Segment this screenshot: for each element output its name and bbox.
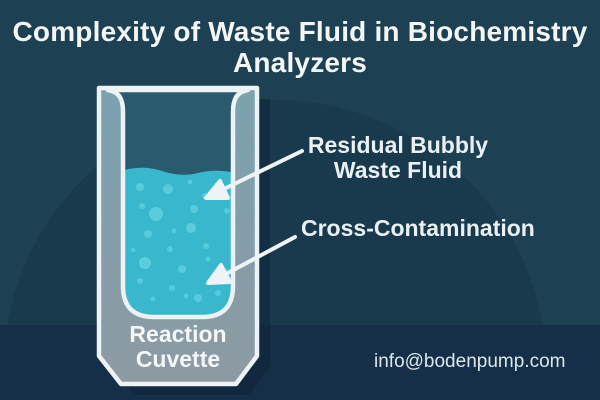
cross-arrow-line — [224, 235, 297, 276]
bubble — [144, 230, 152, 238]
cross-contamination-label: Cross-Contamination — [301, 215, 535, 241]
bubble — [183, 293, 189, 299]
bubble — [194, 294, 202, 302]
bubble — [130, 247, 136, 253]
bubble — [139, 203, 145, 209]
page-title: Complexity of Waste Fluid in Biochemistr… — [12, 16, 588, 78]
bubble — [149, 207, 163, 221]
bubble — [163, 184, 173, 194]
bubble — [203, 243, 209, 249]
bubble — [215, 290, 221, 296]
bubble — [136, 183, 144, 191]
bubbles-layer — [130, 179, 230, 302]
residual-arrow-line — [222, 149, 304, 191]
reaction-cuvette-label: Reaction Cuvette — [99, 322, 257, 372]
bubble — [205, 256, 211, 262]
residual-waste-label-line1: Residual Bubbly — [307, 132, 489, 158]
cross-arrow-head — [206, 263, 232, 285]
reaction-cuvette-label-line2: Cuvette — [135, 346, 221, 372]
bubble — [190, 205, 198, 213]
residual-waste-label-line2: Waste Fluid — [333, 157, 463, 183]
arrows-layer — [204, 149, 304, 285]
contact-email: info@bodenpump.com — [374, 351, 566, 372]
bubble — [171, 228, 177, 234]
bubble — [178, 265, 186, 273]
bubble — [186, 223, 196, 233]
bubble — [137, 278, 143, 284]
bubble — [150, 296, 156, 302]
residual-arrow-head — [204, 179, 230, 200]
bubble — [187, 179, 193, 185]
residual-waste-label: Residual Bubbly Waste Fluid — [300, 133, 496, 183]
bubble — [167, 246, 173, 252]
bubble — [169, 285, 175, 291]
reaction-cuvette-label-line1: Reaction — [129, 321, 227, 347]
cuvette-inner-outline — [105, 87, 251, 320]
bubble — [139, 257, 151, 269]
bubble — [224, 208, 230, 214]
